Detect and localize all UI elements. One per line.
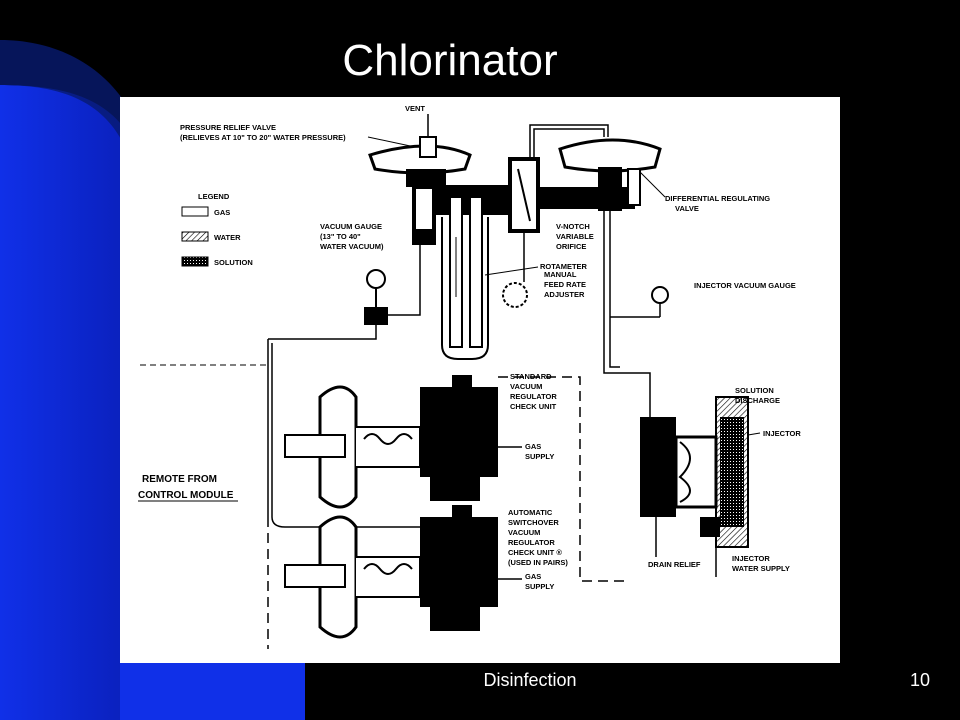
lower-line-connector xyxy=(271,516,420,528)
footer-title: Disinfection xyxy=(483,670,577,690)
drain-relief-label: DRAIN RELIEF xyxy=(648,560,701,569)
return-line xyxy=(498,376,625,582)
auto-switchover-label-1: AUTOMATIC xyxy=(508,508,553,517)
pressure-relief-label-2: (RELIEVES AT 10" TO 20" WATER PRESSURE) xyxy=(180,133,346,142)
differential-leader xyxy=(639,171,666,198)
pressure-relief-leader xyxy=(367,136,416,148)
auto-switchover-label-3: VACUUM xyxy=(508,528,540,537)
slide-number: 10 xyxy=(909,670,930,690)
chlorinator-diagram: VENT PRESSURE RELIEF VALVE (RELIEVES AT … xyxy=(120,97,840,663)
top-gas-line-inner xyxy=(533,128,605,159)
auto-switchover-label-6: (USED IN PAIRS) xyxy=(508,558,568,567)
legend-gas-swatch xyxy=(181,206,209,217)
v-notch-label-2: VARIABLE xyxy=(556,232,594,241)
injector-line-a xyxy=(609,207,620,368)
supply-line-top xyxy=(268,325,377,340)
gas-supply-2-label-1: GAS xyxy=(525,572,541,581)
standard-vacuum-regulator xyxy=(284,375,498,509)
injector-water-label-1: INJECTOR xyxy=(732,554,770,563)
rotameter-leader xyxy=(484,266,539,276)
injector-label: INJECTOR xyxy=(763,429,801,438)
differential-regulating-valve xyxy=(558,138,662,211)
differential-label-2: VALVE xyxy=(675,204,699,213)
manual-feed-label-1: MANUAL xyxy=(544,270,577,279)
slide-title: Chlorinator xyxy=(342,36,558,85)
vacuum-gauge-label-3: WATER VACUUM) xyxy=(320,242,384,251)
vacuum-gauge-label-1: VACUUM GAUGE xyxy=(320,222,382,231)
auto-switchover-label-5: CHECK UNIT ® xyxy=(508,548,562,557)
legend-water-label: WATER xyxy=(214,233,241,242)
gas-supply-2-label-2: SUPPLY xyxy=(525,582,554,591)
injector-assembly xyxy=(640,396,749,548)
automatic-switchover-regulator xyxy=(284,505,498,639)
legend-solution-swatch xyxy=(181,256,209,267)
rotameter-label: ROTAMETER xyxy=(540,262,588,271)
manual-feed-label-3: ADJUSTER xyxy=(544,290,585,299)
standard-regulator-label-4: CHECK UNIT xyxy=(510,402,557,411)
injector-line-b xyxy=(603,209,651,417)
vacuum-gauge-fitting xyxy=(364,307,388,325)
injector-vacuum-gauge-dial xyxy=(651,286,669,304)
pressure-relief-valve xyxy=(368,136,512,215)
legend-solution-label: SOLUTION xyxy=(214,258,253,267)
injector-leader xyxy=(747,432,761,436)
differential-label-1: DIFFERENTIAL REGULATING xyxy=(665,194,770,203)
manual-feed-label-2: FEED RATE xyxy=(544,280,586,289)
chlorinator-schematic: VENT PRESSURE RELIEF VALVE (RELIEVES AT … xyxy=(138,104,801,649)
vacuum-gauge-label-2: (13" TO 40" xyxy=(320,232,361,241)
legend-gas-label: GAS xyxy=(214,208,230,217)
standard-regulator-label-3: REGULATOR xyxy=(510,392,557,401)
feed-rate-gear xyxy=(502,282,528,308)
legend-water-swatch xyxy=(181,231,209,242)
v-notch-label-3: ORIFICE xyxy=(556,242,586,251)
injector-water-label-2: WATER SUPPLY xyxy=(732,564,790,573)
remote-label-1: REMOTE FROM xyxy=(142,474,217,485)
gauge-line xyxy=(388,245,421,316)
solution-discharge-label-1: SOLUTION xyxy=(735,386,774,395)
legend: LEGEND GAS WATER SOLUTION xyxy=(181,192,253,267)
gas-supply-1-label-2: SUPPLY xyxy=(525,452,554,461)
valve-body-gap xyxy=(416,189,432,229)
pressure-relief-label-1: PRESSURE RELIEF VALVE xyxy=(180,123,276,132)
solution-discharge-label-2: DISCHARGE xyxy=(735,396,780,405)
v-notch-label-1: V-NOTCH xyxy=(556,222,590,231)
auto-switchover-label-4: REGULATOR xyxy=(508,538,555,547)
top-gas-line xyxy=(529,124,609,159)
remote-label-2: CONTROL MODULE xyxy=(138,490,234,501)
gas-supply-1-label-1: GAS xyxy=(525,442,541,451)
standard-regulator-label-2: VACUUM xyxy=(510,382,542,391)
auto-switchover-label-2: SWITCHOVER xyxy=(508,518,559,527)
vent-label: VENT xyxy=(405,104,425,113)
rotameter xyxy=(441,196,489,360)
injector-vacuum-gauge-label: INJECTOR VACUUM GAUGE xyxy=(694,281,796,290)
legend-title: LEGEND xyxy=(198,192,230,201)
vacuum-gauge-dial xyxy=(366,269,386,289)
